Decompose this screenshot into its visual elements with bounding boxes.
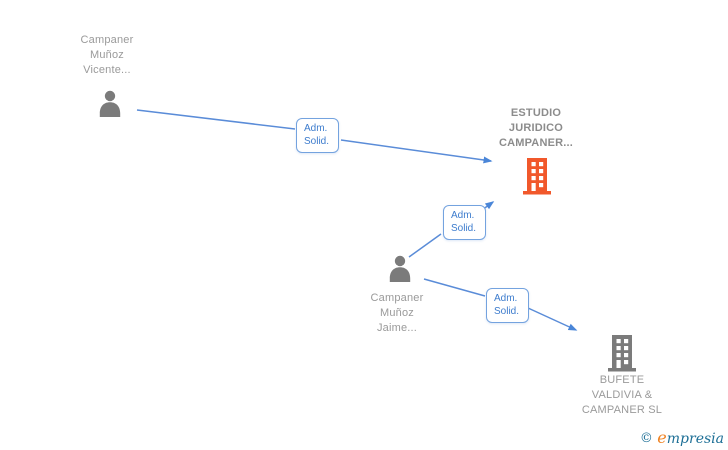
empresia-logo[interactable]: © empresia [639,428,724,448]
copyright-icon: © [639,431,653,446]
building-icon-orange [522,158,552,195]
edge3-label-box[interactable]: Adm. Solid. [486,288,529,323]
edge-person1-to-box1 [136,109,296,130]
person1-node[interactable] [96,89,124,117]
person-icon [386,254,414,282]
edge2-label-box[interactable]: Adm. Solid. [443,205,486,240]
edge1-label-box[interactable]: Adm. Solid. [296,118,339,153]
building-icon-gray [607,335,637,372]
edge-box3-to-company2 [527,307,578,331]
person-icon [96,89,124,117]
person2-label: Campaner Muñoz Jaime... [370,292,424,334]
person1-label: Campaner Muñoz Vicente... [80,34,134,76]
company2-node[interactable] [607,335,637,372]
empresia-brand-text: mpresia [666,431,724,447]
company1-node[interactable] [522,158,552,195]
company2-label: BUFETE VALDIVIA & CAMPANER SL [581,374,663,416]
empresia-brand-first-letter: e [657,428,667,447]
company1-label: ESTUDIO JURIDICO CAMPANER... [498,107,574,149]
person2-node[interactable] [386,254,414,282]
